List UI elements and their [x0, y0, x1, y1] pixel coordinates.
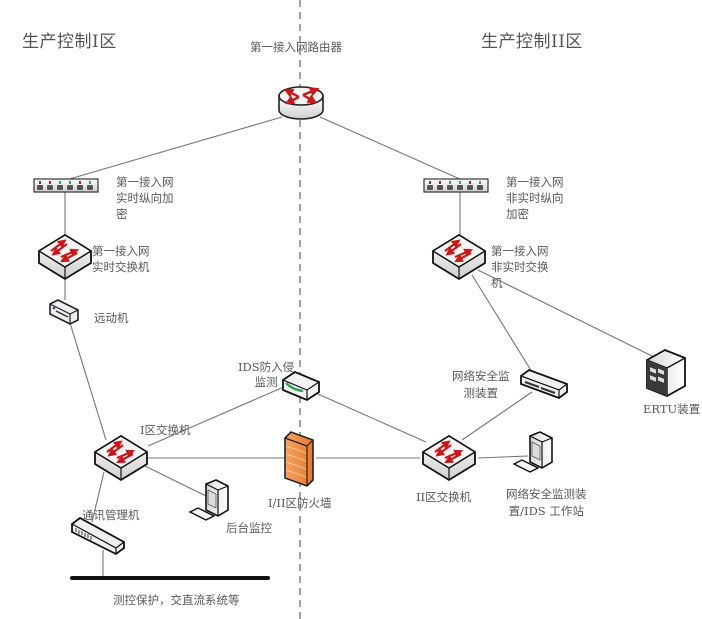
network-port [427, 185, 433, 190]
link-ids-zone2-switch [317, 393, 427, 443]
ertu-label: ERTU装置 [643, 402, 701, 416]
port-led [469, 181, 471, 184]
firewall-icon[interactable] [284, 431, 314, 487]
network-port [37, 185, 43, 190]
comm-mgr-label: 通讯管理机 [82, 508, 140, 522]
network-port [77, 185, 83, 190]
nrt-encryption-device-icon[interactable] [423, 178, 489, 193]
network-port [477, 185, 483, 190]
nrt-switch-label: 第一接入网 非实时交换 机 [491, 244, 549, 290]
port-led [59, 181, 61, 184]
backend-workstation-icon[interactable] [188, 479, 229, 521]
zone-label-left: 生产控制I区 [22, 32, 117, 52]
link-nrt-switch-net-monitor [471, 274, 533, 373]
backend-label: 后台监控 [226, 521, 272, 535]
remote-terminal-icon[interactable] [49, 299, 79, 325]
remote-label: 远动机 [94, 311, 129, 325]
network-port [67, 185, 73, 190]
port-led [449, 181, 451, 184]
zone-label-right: 生产控制II区 [481, 32, 583, 52]
port-led [39, 181, 41, 184]
workstation-label: 网络安全监测装 置/IDS 工作站 [506, 487, 587, 518]
router-label: 第一接入网路由器 [250, 40, 342, 54]
link-zone1-switch-backend [144, 465, 207, 497]
comm-manager-icon[interactable] [71, 516, 125, 556]
link-zone1-switch-comm-mgr [91, 471, 105, 523]
server-icon[interactable] [646, 349, 686, 397]
network-port [57, 185, 63, 190]
rt-encryption-device-icon[interactable] [33, 178, 99, 193]
network-port [467, 185, 473, 190]
port-led [479, 181, 481, 184]
firewall-label: I/II区防火墙 [268, 496, 332, 510]
link-zone2-switch-net-monitor [461, 391, 533, 441]
port-led [79, 181, 81, 184]
port-led [89, 181, 91, 184]
network-port [457, 185, 463, 190]
monitor-device-icon[interactable] [520, 368, 568, 400]
port-led [459, 181, 461, 184]
network-port [47, 185, 53, 190]
ids-device-icon[interactable] [282, 370, 320, 402]
link-zone1-switch-ids [147, 385, 287, 447]
network-port [447, 185, 453, 190]
bus-label: 测控保护，交直流系统等 [113, 593, 240, 607]
network-port [437, 185, 443, 190]
zone2-switch-label: II区交换机 [416, 490, 472, 504]
zone1-switch-icon[interactable] [93, 434, 149, 482]
network-port [87, 185, 93, 190]
link-router-nrt-encrypt [319, 116, 463, 181]
router-icon[interactable] [278, 86, 324, 120]
rt-encrypt-label: 第一接入网 实时纵向加 密 [116, 175, 174, 221]
zone2-switch-icon[interactable] [421, 434, 477, 482]
net-monitor-label: 网络安全监 测装置 [452, 369, 510, 400]
link-remote-zone1-switch [69, 322, 107, 441]
link-router-rt-encrypt [65, 116, 283, 181]
port-led [429, 181, 431, 184]
rt-switch-icon[interactable] [37, 233, 93, 281]
link-zone2-switch-workstation [477, 455, 529, 459]
port-led [49, 181, 51, 184]
rt-switch-label: 第一接入网 实时交换机 [92, 244, 150, 274]
ids-label: IDS防入侵 监测 [238, 360, 295, 389]
port-led [439, 181, 441, 184]
zone1-switch-label: I区交换机 [140, 423, 191, 437]
port-led [69, 181, 71, 184]
workstation-icon[interactable] [512, 431, 553, 473]
nrt-switch-icon[interactable] [431, 233, 487, 281]
nrt-encrypt-label: 第一接入网 非实时纵向 加密 [506, 175, 564, 221]
link-nrt-switch-ertu [477, 269, 657, 359]
